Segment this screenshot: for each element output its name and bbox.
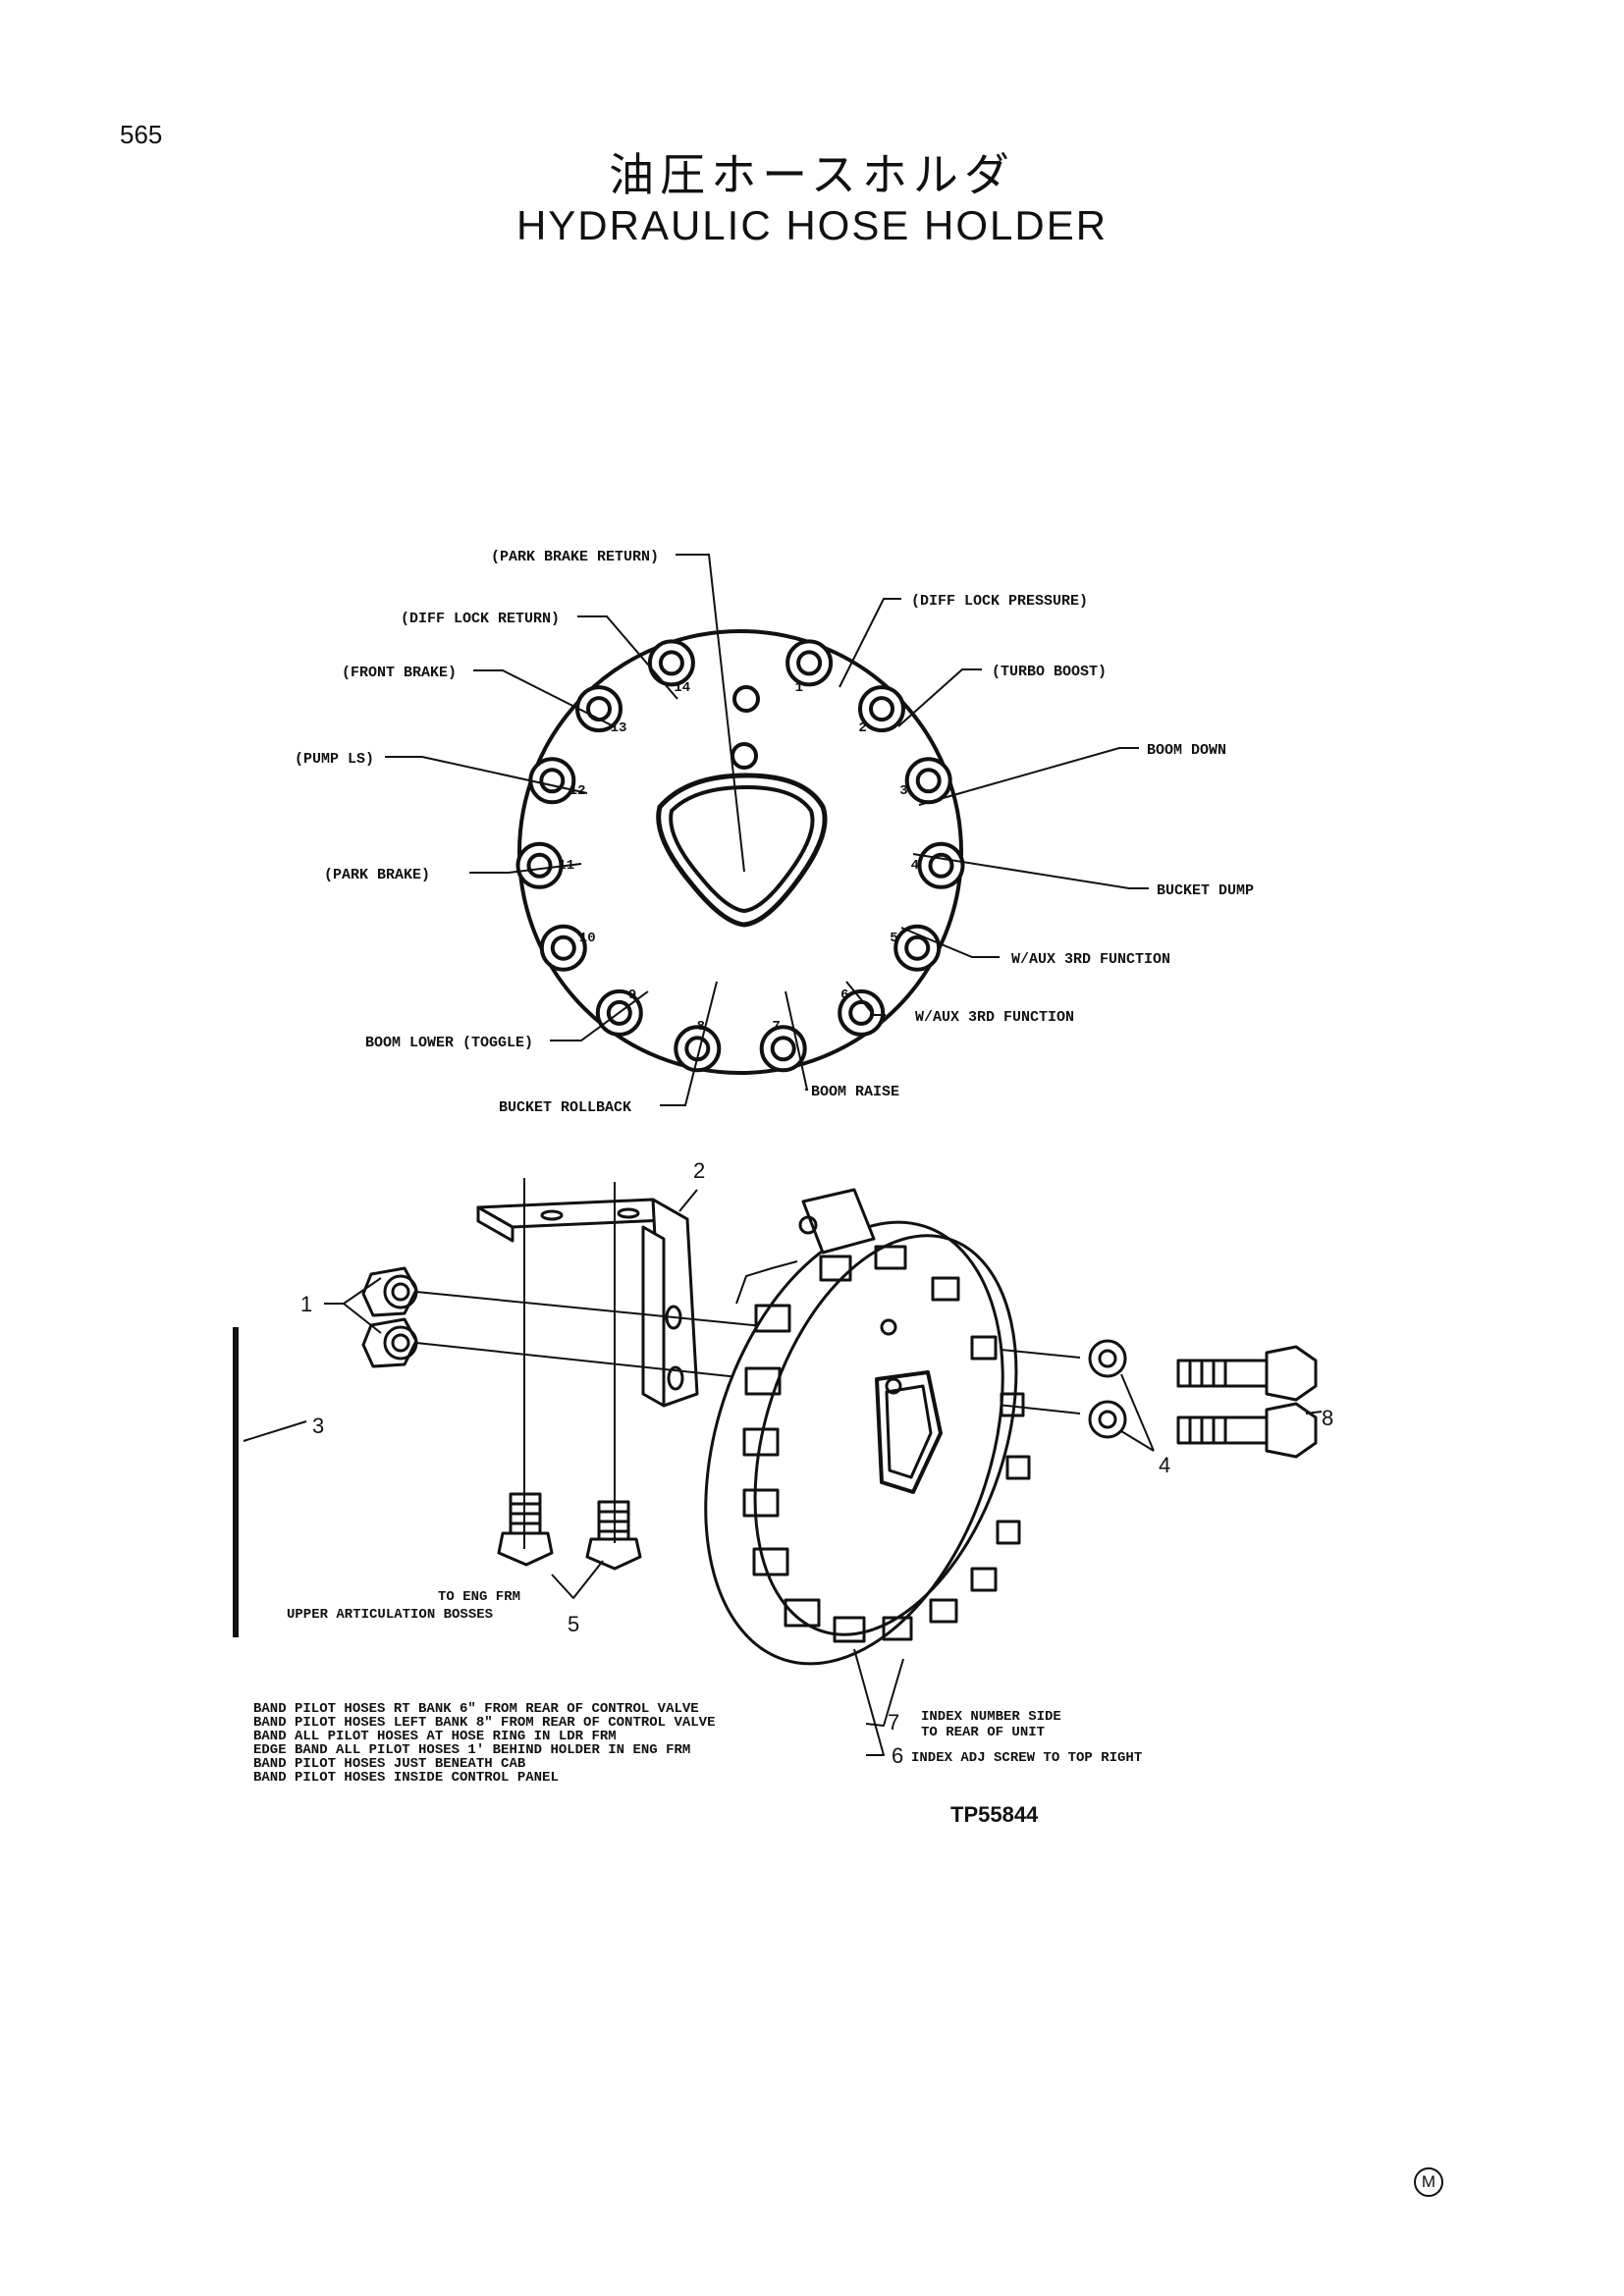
hose-slot bbox=[858, 685, 905, 733]
label-aux-3rd-function-a: W/AUX 3RD FUNCTION bbox=[1011, 951, 1170, 968]
slot-number: 9 bbox=[628, 988, 636, 1003]
title-english: HYDRAULIC HOSE HOLDER bbox=[515, 202, 1109, 248]
notes-block: BAND PILOT HOSES RT BANK 6" FROM REAR OF… bbox=[253, 1701, 715, 1786]
label-front-brake: (FRONT BRAKE) bbox=[342, 665, 457, 681]
title-japanese: 油圧ホースホルダ bbox=[609, 148, 1015, 201]
hose-slot-inner bbox=[658, 650, 684, 676]
hose-slot-inner bbox=[796, 650, 823, 676]
hose-slot-inner bbox=[539, 768, 566, 794]
hose-slot bbox=[515, 841, 564, 889]
label-diff-lock-return: (DIFF LOCK RETURN) bbox=[401, 611, 560, 627]
slot-number: 4 bbox=[911, 858, 919, 874]
washers-item-4 bbox=[1088, 1339, 1127, 1439]
label-bucket-rollback: BUCKET ROLLBACK bbox=[499, 1099, 631, 1116]
hose-slot bbox=[539, 924, 587, 972]
hose-slot bbox=[647, 639, 695, 687]
plate-outline bbox=[517, 629, 963, 1075]
callout-8: 8 bbox=[1322, 1406, 1333, 1430]
label-pump-ls: (PUMP LS) bbox=[295, 751, 374, 768]
slot-number: 10 bbox=[579, 931, 596, 946]
hose-slot bbox=[785, 639, 834, 687]
hose-slot-inner bbox=[770, 1036, 796, 1062]
bracket bbox=[476, 1198, 699, 1408]
hose-slot bbox=[674, 1025, 722, 1073]
label-to-rear-of-unit: TO REAR OF UNIT bbox=[921, 1725, 1045, 1740]
note-line: EDGE BAND ALL PILOT HOSES 1' BEHIND HOLD… bbox=[253, 1742, 690, 1758]
hose-slot-inner bbox=[915, 768, 942, 794]
label-diff-lock-pressure: (DIFF LOCK PRESSURE) bbox=[911, 593, 1088, 610]
label-bucket-dump: BUCKET DUMP bbox=[1157, 882, 1254, 899]
part-number: TP55844 bbox=[950, 1802, 1039, 1827]
hose-slot-inner bbox=[904, 934, 931, 961]
hose-slot-inner bbox=[869, 696, 894, 722]
mounting-hole bbox=[731, 742, 758, 770]
slot-number: 14 bbox=[674, 680, 690, 696]
center-hole bbox=[656, 773, 828, 928]
note-line: BAND PILOT HOSES JUST BENEATH CAB bbox=[253, 1756, 526, 1772]
hose-slot bbox=[917, 841, 965, 889]
mounting-bolts-item-5 bbox=[497, 1492, 642, 1571]
slot-number: 2 bbox=[858, 721, 866, 736]
slot-number: 1 bbox=[795, 680, 803, 696]
label-boom-lower-toggle: BOOM LOWER (TOGGLE) bbox=[365, 1035, 533, 1051]
top-view-leaders bbox=[385, 554, 1149, 1106]
label-turbo-boost: (TURBO BOOST) bbox=[992, 664, 1107, 680]
note-line: BAND ALL PILOT HOSES AT HOSE RING IN LDR… bbox=[253, 1729, 617, 1744]
label-upper-articulation: UPPER ARTICULATION BOSSES bbox=[287, 1607, 493, 1623]
callout-5: 5 bbox=[568, 1612, 579, 1636]
hose-slot-inner bbox=[526, 852, 553, 879]
hose-slot bbox=[904, 757, 952, 805]
hose-slot-inner bbox=[606, 999, 632, 1026]
slot-number: 6 bbox=[840, 988, 848, 1003]
slot-number: 5 bbox=[890, 931, 897, 946]
exploded-view bbox=[233, 1178, 1323, 1756]
hose-slot bbox=[893, 924, 942, 972]
hose-slot bbox=[528, 757, 576, 805]
label-park-brake-return: (PARK BRAKE RETURN) bbox=[491, 549, 659, 565]
hose-holder-top-view bbox=[515, 629, 965, 1075]
slot-number: 3 bbox=[899, 783, 907, 799]
label-index-adj-screw: INDEX ADJ SCREW TO TOP RIGHT bbox=[911, 1750, 1142, 1766]
callout-1: 1 bbox=[300, 1292, 312, 1316]
slot-number: 13 bbox=[611, 721, 627, 736]
note-line: BAND PILOT HOSES RT BANK 6" FROM REAR OF… bbox=[253, 1701, 699, 1717]
hose-slot-inner bbox=[550, 934, 576, 961]
nuts-item-1 bbox=[361, 1266, 418, 1368]
callout-2: 2 bbox=[693, 1158, 705, 1183]
exploded-callouts: 1 2 3 4 5 6 7 8 bbox=[300, 1158, 1333, 1768]
callout-4: 4 bbox=[1159, 1453, 1170, 1477]
label-boom-down: BOOM DOWN bbox=[1147, 742, 1226, 759]
label-boom-raise: BOOM RAISE bbox=[811, 1084, 899, 1100]
label-aux-3rd-function-b: W/AUX 3RD FUNCTION bbox=[915, 1009, 1074, 1026]
mounting-hole bbox=[732, 685, 760, 713]
top-view-labels: (PARK BRAKE RETURN) (DIFF LOCK RETURN) (… bbox=[295, 549, 1254, 1116]
holder-ring-item-6 bbox=[704, 1188, 1031, 1666]
corner-mark-icon: M bbox=[1414, 2167, 1443, 2197]
label-index-number-side: INDEX NUMBER SIDE bbox=[921, 1709, 1061, 1725]
note-line: BAND PILOT HOSES LEFT BANK 8" FROM REAR … bbox=[253, 1715, 715, 1731]
callout-6: 6 bbox=[892, 1743, 903, 1768]
hose-slot bbox=[838, 988, 886, 1037]
center-hole-inner bbox=[669, 785, 815, 913]
callout-7: 7 bbox=[888, 1710, 899, 1735]
label-to-eng-frm: TO ENG FRM bbox=[438, 1589, 520, 1605]
hose-slot-inner bbox=[928, 852, 954, 879]
slot-number: 8 bbox=[697, 1019, 705, 1035]
callout-3: 3 bbox=[312, 1414, 324, 1438]
hose-slot bbox=[759, 1025, 807, 1073]
note-line: BAND PILOT HOSES INSIDE CONTROL PANEL bbox=[253, 1770, 559, 1786]
page-number: 565 bbox=[120, 120, 163, 149]
label-park-brake: (PARK BRAKE) bbox=[324, 867, 430, 883]
slot-number: 7 bbox=[772, 1019, 780, 1035]
bolts-item-8 bbox=[1176, 1345, 1318, 1459]
exploded-labels: TO ENG FRM UPPER ARTICULATION BOSSES IND… bbox=[287, 1589, 1142, 1766]
